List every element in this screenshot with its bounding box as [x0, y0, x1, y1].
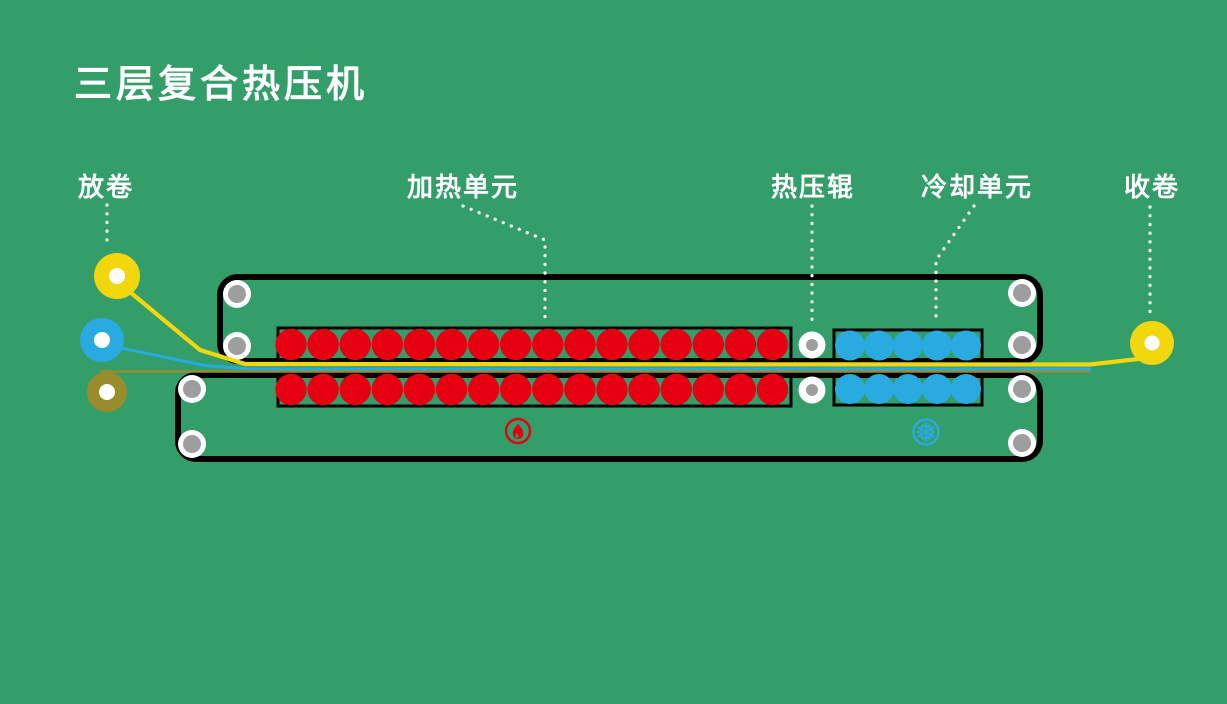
flame-icon-glyph: [512, 423, 524, 440]
rewind-roll-yellow-core: [1144, 335, 1160, 351]
cooling-circle: [951, 330, 981, 361]
unwind-roll-olive: [87, 372, 127, 412]
web-line-yellow: [128, 290, 1148, 367]
label-press-roller: 热压辊: [771, 172, 855, 202]
heating-circle: [692, 328, 724, 361]
heating-circle: [371, 328, 403, 361]
heating-circle: [435, 328, 468, 361]
corner-roller-core: [183, 435, 201, 453]
snowflake-icon-glyph: [917, 422, 935, 442]
snowflake-icon: [912, 418, 940, 446]
corner-roller-core: [1013, 336, 1031, 354]
heating-circle: [692, 373, 724, 406]
cooling-box-bottom: [832, 371, 984, 407]
heating-circle: [403, 373, 436, 406]
cooling-circle: [864, 330, 894, 361]
snowflake-icon-ring: [912, 418, 940, 446]
corner-roller-core: [1013, 284, 1031, 302]
cooling-row-top: [835, 330, 981, 361]
unwind-roll-blue: [80, 318, 124, 362]
heating-circle: [628, 373, 660, 406]
leader-cooling-unit: [934, 204, 976, 324]
cooling-circle: [893, 374, 923, 404]
heating-circle: [660, 328, 692, 361]
corner-roller-core: [1013, 434, 1031, 452]
label-heating-unit: 加热单元: [407, 172, 519, 202]
heating-circle: [532, 328, 564, 361]
corner-roller-core: [183, 380, 201, 398]
heating-circle: [724, 373, 757, 406]
heating-circle: [628, 328, 660, 361]
rewind-roll-yellow: [1130, 321, 1174, 365]
unwind-roll-yellow: [94, 253, 140, 299]
heating-circle: [756, 373, 789, 406]
label-rewind: 收卷: [1124, 172, 1180, 202]
heating-row-bottom: [275, 373, 789, 406]
unwind-roll-yellow-core: [109, 268, 125, 284]
cooling-box-top: [832, 328, 984, 363]
corner-rollers: [178, 279, 1036, 458]
flame-icon-ring: [504, 417, 532, 445]
heating-circle: [564, 373, 596, 406]
heating-circle: [403, 328, 436, 361]
heating-row-top: [275, 328, 789, 361]
page-title: 三层复合热压机: [74, 64, 368, 106]
heating-circle: [275, 373, 307, 406]
label-unwind: 放卷: [77, 172, 134, 202]
heating-circle: [500, 373, 532, 406]
heating-circle: [596, 373, 628, 406]
heating-circle: [467, 328, 500, 361]
flame-icon-cutout: [515, 433, 519, 439]
cooling-circle: [951, 374, 981, 404]
cooling-circle: [922, 330, 952, 361]
leader-heating-unit: [461, 204, 547, 324]
heating-circle: [307, 328, 339, 361]
heating-circle: [532, 373, 564, 406]
label-cooling-unit: 冷却单元: [921, 172, 1033, 202]
corner-roller-core: [228, 285, 246, 303]
heating-circle: [724, 328, 757, 361]
cooling-circle: [864, 374, 894, 404]
press-roller-bottom-core: [806, 384, 818, 396]
heating-circle: [467, 373, 500, 406]
unwind-roll-blue-core: [94, 332, 110, 348]
cooling-circle: [893, 330, 923, 361]
press-roller-top-core: [806, 339, 818, 351]
heating-circle: [307, 373, 339, 406]
cooling-circle: [835, 330, 865, 361]
heating-circle: [339, 373, 371, 406]
press-roller-top: [798, 331, 826, 359]
flame-icon: [504, 417, 532, 445]
web-line-blue: [120, 346, 1091, 371]
cooling-circle: [835, 374, 865, 404]
corner-roller-core: [228, 337, 246, 355]
cooling-circle: [922, 374, 952, 404]
unwind-roll-olive-core: [99, 384, 115, 400]
heating-circle: [435, 373, 468, 406]
press-roller-bottom: [798, 376, 826, 404]
heating-circle: [564, 328, 596, 361]
heating-circle: [596, 328, 628, 361]
heating-circle: [500, 328, 532, 361]
corner-roller-core: [1013, 380, 1031, 398]
heating-circle: [339, 328, 371, 361]
heating-circle: [756, 328, 789, 361]
heating-circle: [660, 373, 692, 406]
cooling-row-bottom: [835, 374, 981, 404]
heating-circle: [371, 373, 403, 406]
heating-circle: [275, 328, 307, 361]
